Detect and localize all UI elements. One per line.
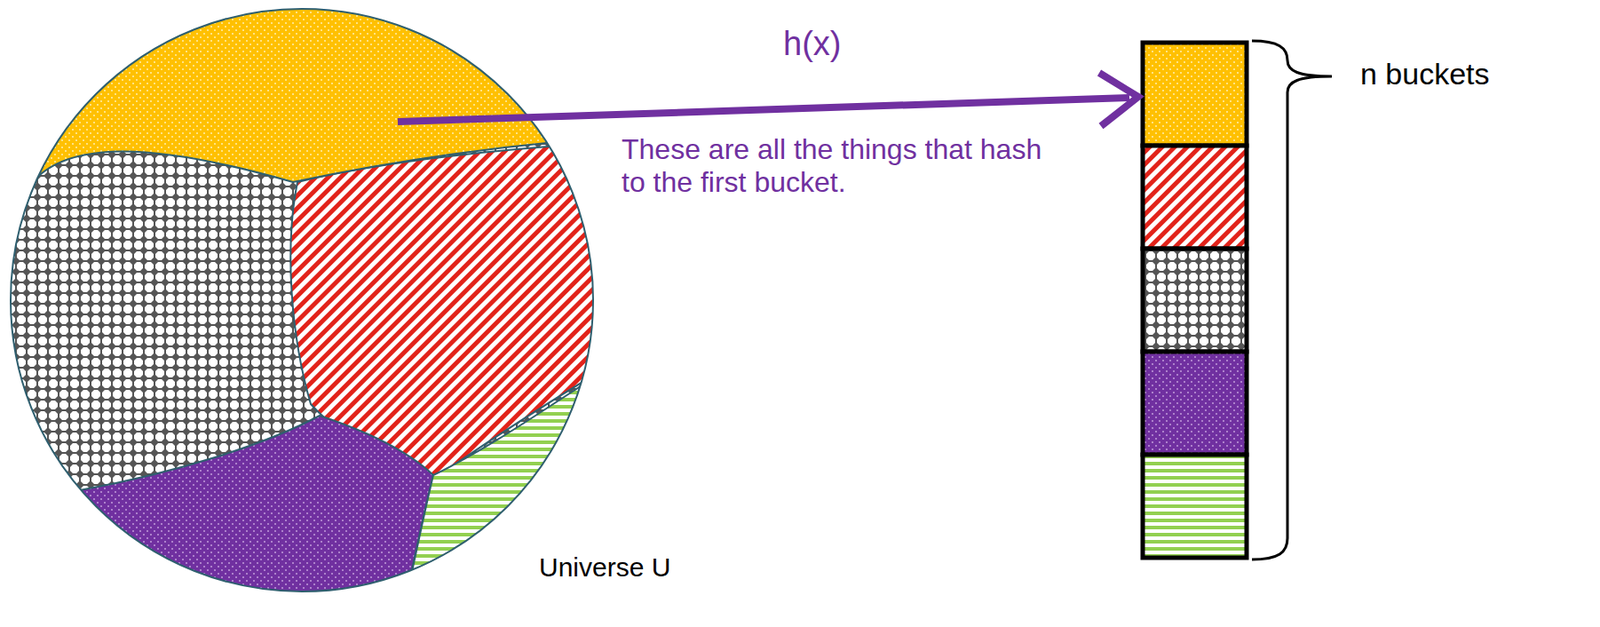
universe-regions xyxy=(0,0,622,622)
hash-arrow xyxy=(397,72,1139,127)
bucket-array xyxy=(1142,42,1247,558)
universe-label: Universe U xyxy=(538,552,673,584)
annotation-note: These are all the things that hash to th… xyxy=(621,133,1066,199)
function-label: h(x) xyxy=(783,24,926,64)
bucket-count-label: n buckets xyxy=(1360,56,1574,92)
bucket-brace xyxy=(1251,40,1332,560)
